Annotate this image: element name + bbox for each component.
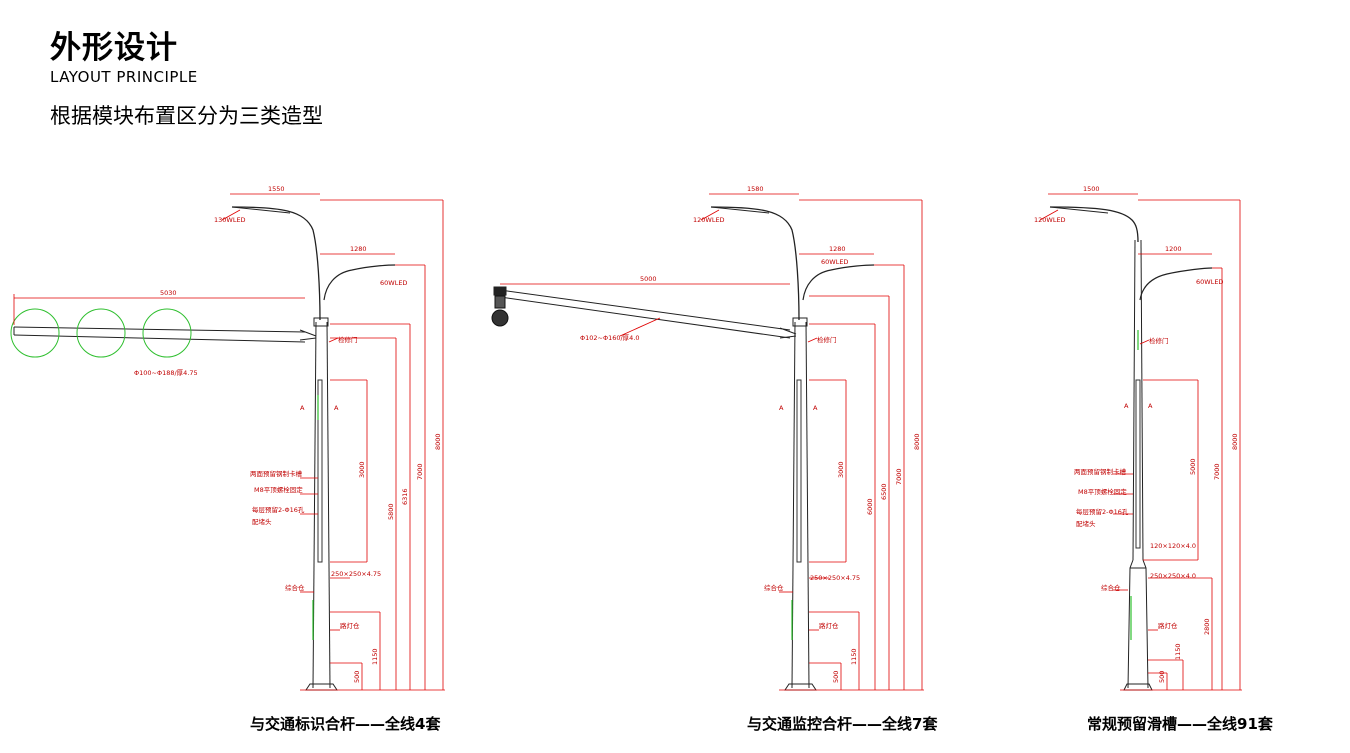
pole-1-dim-1150: 1150 — [371, 648, 379, 665]
pole-2-dim-7000: 7000 — [895, 468, 903, 485]
pole-2-dim-lower-arm: 1280 — [829, 245, 846, 253]
pole-3-dim-2800: 2800 — [1203, 618, 1211, 635]
pole-2-dim-long-arm: 5000 — [640, 275, 657, 283]
pole-1-door: 检修门 — [338, 335, 358, 344]
pole-2-dim-500: 500 — [832, 671, 840, 683]
pole-2-arm-spec: Φ102~Φ160/厚4.0 — [580, 334, 640, 342]
pole-1-dim-upper-arm: 1550 — [268, 185, 285, 193]
pole-2-cabinet: 综合仓 — [764, 583, 784, 592]
pole-2-drawing — [491, 206, 875, 691]
pole-2-lamp-lower: 60WLED — [821, 258, 848, 266]
pole-3-holes: 每层预留2-Φ16孔 — [1076, 507, 1129, 516]
pole-3-cabinet: 综合仓 — [1101, 583, 1121, 592]
pole-3-mid-spec: 120×120×4.0 — [1150, 542, 1196, 550]
pole-1-dim-500: 500 — [353, 671, 361, 683]
pole-1-groove: 两面预留钢制卡槽 — [250, 469, 303, 478]
pole-1-drawing — [13, 206, 396, 691]
pole-1-dim-5800: 5800 — [387, 503, 395, 520]
pole-2-section-right: A — [813, 404, 818, 412]
pole-1-lamp-upper: 130WLED — [214, 216, 246, 224]
pole-3-dim-total: 8000 — [1231, 433, 1239, 450]
pole-1-arm-spec: Φ100~Φ188/厚4.75 — [134, 369, 198, 377]
pole-3-lamp-base: 路灯仓 — [1158, 621, 1178, 630]
pole-2-caption: 与交通监控合杆——全线7套 — [747, 715, 938, 733]
pole-3-dim-500: 500 — [1158, 671, 1166, 683]
pole-1-cabinet: 综合仓 — [285, 583, 305, 592]
pole-3-door: 检修门 — [1149, 336, 1169, 345]
pole-3-head: 配堵头 — [1076, 519, 1096, 528]
pole-1-lamp-lower: 60WLED — [380, 279, 407, 287]
pole-1-dim-total: 8000 — [434, 433, 442, 450]
pole-3-base-spec: 250×250×4.0 — [1150, 572, 1196, 580]
pole-2-base-spec: 250×250×4.75 — [810, 574, 860, 582]
pole-1-lamp-base: 路灯仓 — [340, 621, 360, 630]
pole-3-fix: M8平顶螺栓固定 — [1078, 487, 1127, 496]
pole-3-dim-7000: 7000 — [1213, 463, 1221, 480]
pole-3-caption: 常规预留滑槽——全线91套 — [1087, 715, 1273, 733]
pole-2-door: 检修门 — [817, 335, 837, 344]
pole-1-base-spec: 250×250×4.75 — [331, 570, 381, 578]
pole-1-dim-long-arm: 5030 — [160, 289, 177, 297]
pole-1-section-right: A — [334, 404, 339, 412]
pole-1-dim-lower-arm: 1280 — [350, 245, 367, 253]
pole-3-groove: 两面预留钢制卡槽 — [1074, 467, 1127, 476]
pole-2-dim-total: 8000 — [913, 433, 921, 450]
pole-1-dim-3000: 3000 — [358, 461, 366, 478]
pole-3-lamp-upper: 120WLED — [1034, 216, 1066, 224]
page-title: 外形设计 — [50, 30, 178, 66]
pole-1-fix: M8平顶螺栓固定 — [254, 485, 303, 494]
pole-3-drawing — [1049, 206, 1213, 691]
pole-3-dim-5000: 5000 — [1189, 458, 1197, 475]
pole-3-section-left: A — [1124, 402, 1129, 410]
pole-3-dim-lower-arm: 1200 — [1165, 245, 1182, 253]
pole-3-section-right: A — [1148, 402, 1153, 410]
pole-3-dim-1150: 1150 — [1174, 643, 1182, 660]
pole-1-caption: 与交通标识合杆——全线4套 — [250, 715, 441, 733]
pole-1-signal-rings — [10, 308, 192, 358]
pole-1-holes: 每层预留2-Φ16孔 — [252, 505, 305, 514]
pole-2-lamp-upper: 120WLED — [693, 216, 725, 224]
pole-2-dim-6500: 6500 — [880, 483, 888, 500]
pole-2-dim-3000: 3000 — [837, 461, 845, 478]
pole-2-dim-1150: 1150 — [850, 648, 858, 665]
pole-2-dim-upper-arm: 1580 — [747, 185, 764, 193]
pole-1-dim-7000: 7000 — [416, 463, 424, 480]
pole-1-dim-6316: 6316 — [401, 488, 409, 505]
page-subtitle-en: LAYOUT PRINCIPLE — [50, 68, 198, 86]
pole-3-lamp-lower: 60WLED — [1196, 278, 1223, 286]
pole-1-head: 配堵头 — [252, 517, 272, 526]
page-subtitle-cn: 根据模块布置区分为三类造型 — [50, 104, 323, 128]
pole-2-section-left: A — [779, 404, 784, 412]
pole-2-lamp-base: 路灯仓 — [819, 621, 839, 630]
pole-3-dim-upper-arm: 1500 — [1083, 185, 1100, 193]
pole-2-dim-6000: 6000 — [866, 498, 874, 515]
pole-1-section-left: A — [300, 404, 305, 412]
